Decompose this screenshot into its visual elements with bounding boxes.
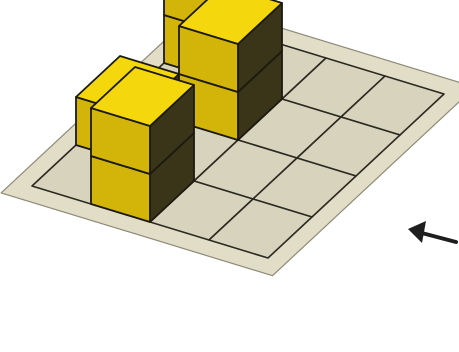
arrow-left-icon (408, 221, 456, 243)
